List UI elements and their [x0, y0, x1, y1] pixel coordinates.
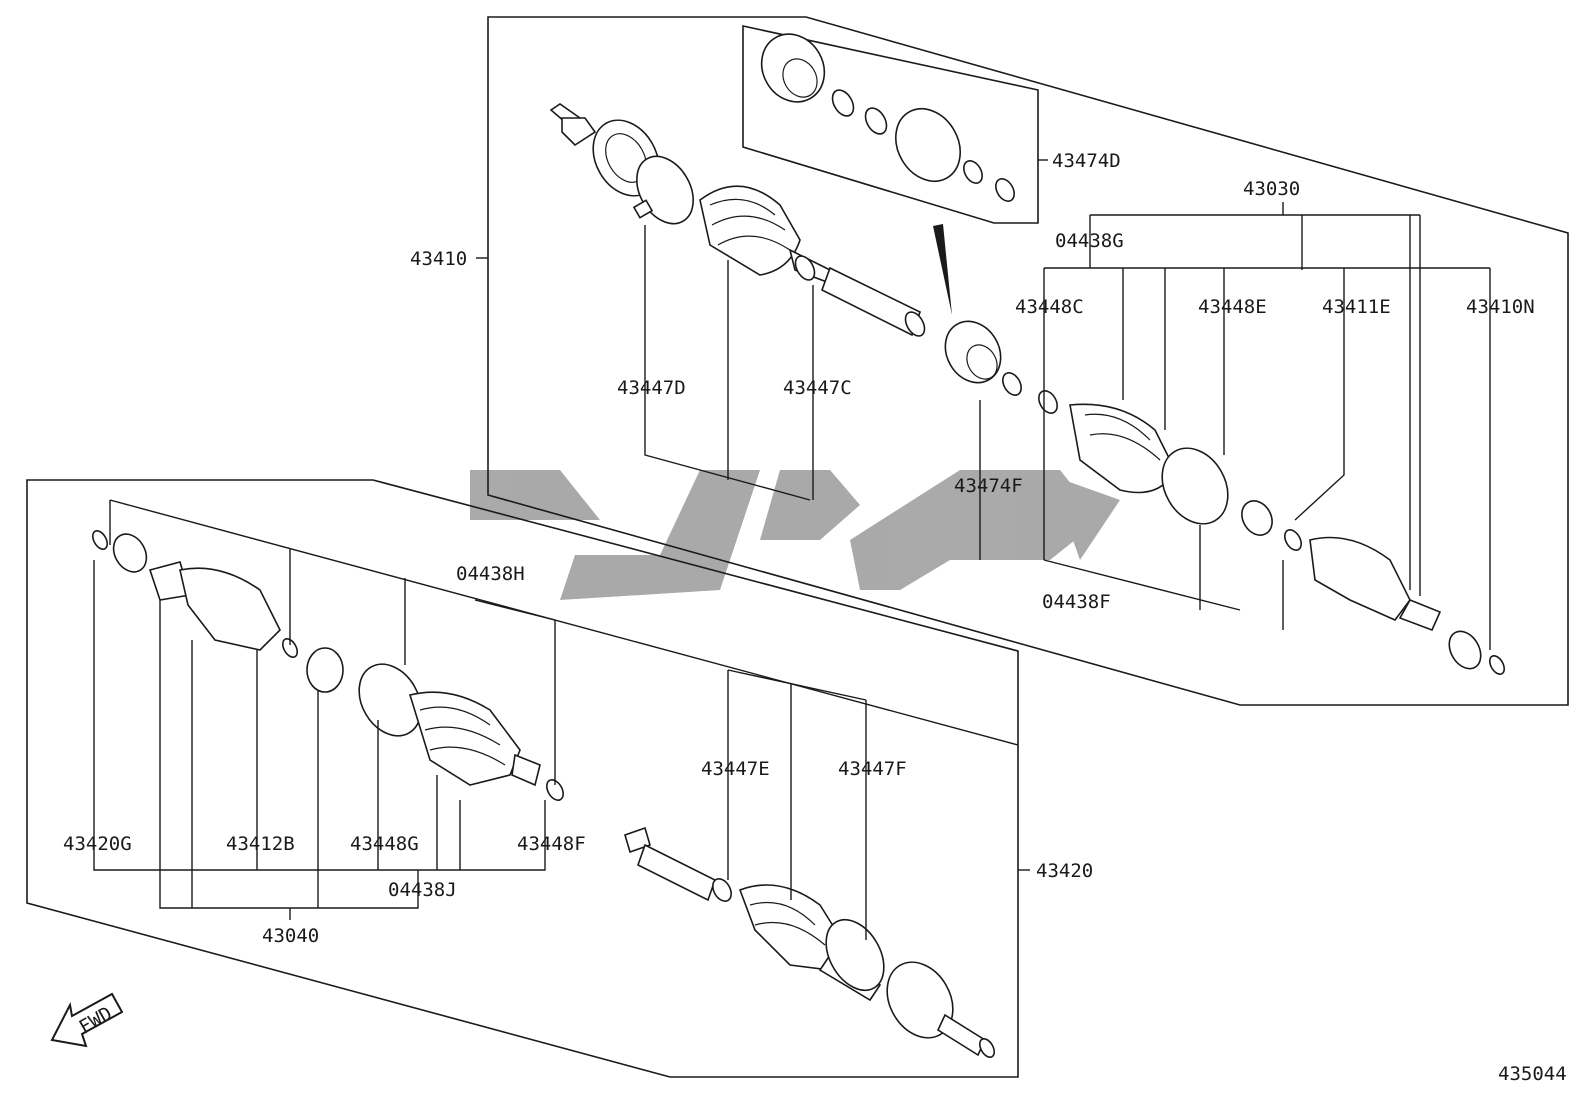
lower-assembly-frame: [26, 479, 1019, 1078]
label-43040: 43040: [262, 925, 319, 947]
label-04438G: 04438G: [1055, 230, 1124, 252]
lower-inboard-joint-parts: [91, 530, 564, 801]
label-43474F: 43474F: [954, 475, 1023, 497]
upper-assembly-frame: [487, 16, 1569, 706]
label-43030: 43030: [1243, 178, 1300, 200]
upper-inboard-joint-parts: [944, 320, 1506, 675]
label-43448E: 43448E: [1198, 296, 1267, 318]
label-43420G: 43420G: [63, 833, 132, 855]
label-43447C: 43447C: [783, 377, 852, 399]
label-43474D: 43474D: [1052, 150, 1121, 172]
logo-watermark: [470, 470, 1120, 600]
label-43410N: 43410N: [1466, 296, 1535, 318]
part-labels: 43410 43474D 43030 04438G 43448C 43448E …: [63, 150, 1567, 1085]
label-04438H: 04438H: [456, 563, 525, 585]
upper-shaft: [794, 255, 926, 337]
label-43420: 43420: [1036, 860, 1093, 882]
leader-lines: [93, 159, 1491, 940]
kit-contents-43474D: [760, 33, 1015, 202]
fwd-arrow-icon: FWD: [50, 992, 124, 1048]
diagram-number: 435044: [1498, 1063, 1567, 1085]
kit-box-43474D: [742, 25, 1039, 224]
upper-outboard-boot: [699, 185, 837, 287]
label-43448C: 43448C: [1015, 296, 1084, 318]
lower-shaft-and-outboard-joint: [624, 826, 996, 1058]
label-04438F: 04438F: [1042, 591, 1111, 613]
label-43447E: 43447E: [701, 758, 770, 780]
label-43447F: 43447F: [838, 758, 907, 780]
pointer-wedge: [933, 224, 952, 315]
label-04438J: 04438J: [388, 879, 457, 901]
label-43448G: 43448G: [350, 833, 419, 855]
label-43447D: 43447D: [617, 377, 686, 399]
label-43411E: 43411E: [1322, 296, 1391, 318]
label-43448F: 43448F: [517, 833, 586, 855]
label-43410: 43410: [410, 248, 467, 270]
upper-outboard-joint: [549, 103, 694, 225]
label-43412B: 43412B: [226, 833, 295, 855]
